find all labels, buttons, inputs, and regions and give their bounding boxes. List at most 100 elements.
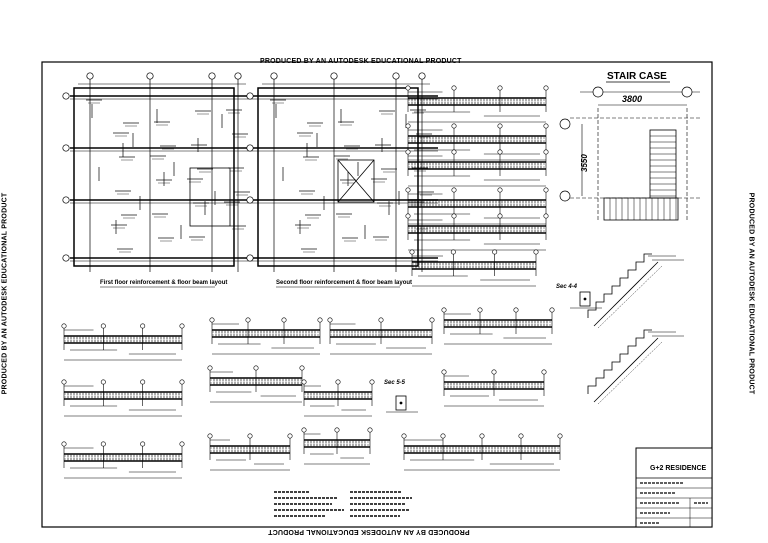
grid-bubble-icon bbox=[450, 249, 456, 255]
grid-bubble-icon bbox=[405, 187, 411, 193]
grid-bubble-icon bbox=[62, 92, 70, 100]
beam-elevation bbox=[61, 441, 185, 479]
grid-bubble-icon bbox=[61, 323, 67, 329]
grid-bubble-icon bbox=[100, 379, 106, 385]
grid-bubble-icon bbox=[140, 323, 146, 329]
grid-bubble-icon bbox=[441, 369, 447, 375]
beam-details bbox=[61, 85, 602, 479]
grid-bubble-icon bbox=[429, 317, 435, 323]
beam-elevation bbox=[301, 427, 373, 465]
section-4-label: Sec 4-4 bbox=[556, 284, 578, 290]
grid-bubble-icon bbox=[543, 149, 549, 155]
grid-bubble-icon bbox=[477, 307, 483, 313]
stair-symbol-icon bbox=[189, 167, 231, 227]
beam-elevation bbox=[207, 365, 305, 403]
beam-elevation bbox=[61, 323, 185, 361]
grid-bubble-icon bbox=[492, 249, 498, 255]
grid-bubble-icon bbox=[179, 323, 185, 329]
grid-bubble-icon bbox=[100, 441, 106, 447]
grid-bubble-icon bbox=[441, 307, 447, 313]
grid-bubble-icon bbox=[409, 249, 415, 255]
grid-bubble-icon bbox=[533, 249, 539, 255]
grid-bubble-icon bbox=[270, 72, 278, 80]
grid-bubble-icon bbox=[592, 86, 604, 98]
beam-elevation bbox=[405, 123, 549, 161]
grid-bubble-icon bbox=[549, 307, 555, 313]
grid-bubble-icon bbox=[234, 72, 242, 80]
grid-bubble-icon bbox=[246, 254, 254, 262]
grid-bubble-icon bbox=[301, 379, 307, 385]
staircase-plan: STAIR CASE 3800 3550 bbox=[559, 71, 700, 221]
grid-bubble-icon bbox=[543, 123, 549, 129]
stair-section bbox=[587, 253, 684, 329]
beam-elevation bbox=[61, 379, 185, 417]
beam-elevation bbox=[441, 369, 547, 407]
second-floor-caption: Second floor reinforcement & floor beam … bbox=[276, 280, 412, 286]
beam-elevation bbox=[409, 249, 539, 287]
grid-bubble-icon bbox=[245, 317, 251, 323]
grid-bubble-icon bbox=[451, 123, 457, 129]
grid-bubble-icon bbox=[146, 72, 154, 80]
beam-elevation bbox=[401, 433, 563, 471]
section-detail bbox=[386, 395, 418, 413]
grid-bubble-icon bbox=[327, 317, 333, 323]
grid-bubble-icon bbox=[287, 433, 293, 439]
grid-bubble-icon bbox=[86, 72, 94, 80]
grid-bubble-icon bbox=[497, 149, 503, 155]
grid-bubble-icon bbox=[100, 323, 106, 329]
grid-bubble-icon bbox=[497, 213, 503, 219]
grid-bubble-icon bbox=[543, 213, 549, 219]
project-title: G+2 RESIDENCE bbox=[650, 465, 707, 472]
beam-elevation bbox=[405, 85, 549, 123]
grid-bubble-icon bbox=[317, 317, 323, 323]
grid-bubble-icon bbox=[559, 118, 571, 130]
second-floor-plan: Second floor reinforcement & floor beam … bbox=[246, 72, 438, 288]
grid-bubble-icon bbox=[247, 433, 253, 439]
grid-bubble-icon bbox=[451, 187, 457, 193]
beam-elevation bbox=[405, 149, 549, 187]
grid-bubble-icon bbox=[246, 196, 254, 204]
grid-bubble-icon bbox=[335, 379, 341, 385]
grid-bubble-icon bbox=[401, 433, 407, 439]
general-notes bbox=[274, 491, 412, 517]
grid-bubble-icon bbox=[559, 190, 571, 202]
grid-bubble-icon bbox=[62, 196, 70, 204]
grid-bubble-icon bbox=[451, 213, 457, 219]
grid-bubble-icon bbox=[253, 365, 259, 371]
grid-bubble-icon bbox=[246, 92, 254, 100]
grid-bubble-icon bbox=[179, 441, 185, 447]
grid-bubble-icon bbox=[479, 433, 485, 439]
grid-bubble-icon bbox=[61, 441, 67, 447]
grid-bubble-icon bbox=[405, 213, 411, 219]
grid-bubble-icon bbox=[451, 149, 457, 155]
beam-elevation bbox=[207, 433, 293, 471]
grid-bubble-icon bbox=[405, 149, 411, 155]
grid-bubble-icon bbox=[208, 72, 216, 80]
beam-elevation bbox=[301, 379, 375, 417]
grid-bubble-icon bbox=[497, 187, 503, 193]
grid-bubble-icon bbox=[451, 85, 457, 91]
stair-sections bbox=[587, 253, 684, 405]
grid-bubble-icon bbox=[497, 85, 503, 91]
grid-bubble-icon bbox=[378, 317, 384, 323]
grid-bubble-icon bbox=[299, 365, 305, 371]
stair-section bbox=[587, 329, 684, 405]
staircase-width-dim: 3800 bbox=[622, 94, 642, 104]
grid-bubble-icon bbox=[518, 433, 524, 439]
grid-bubble-icon bbox=[392, 72, 400, 80]
grid-bubble-icon bbox=[367, 427, 373, 433]
grid-bubble-icon bbox=[491, 369, 497, 375]
grid-bubble-icon bbox=[513, 307, 519, 313]
grid-bubble-icon bbox=[246, 144, 254, 152]
section-5-label: Sec 5-5 bbox=[384, 380, 406, 386]
beam-elevation bbox=[405, 187, 549, 225]
grid-bubble-icon bbox=[543, 85, 549, 91]
grid-bubble-icon bbox=[140, 441, 146, 447]
grid-bubble-icon bbox=[541, 369, 547, 375]
grid-bubble-icon bbox=[330, 72, 338, 80]
sheet-border bbox=[41, 61, 713, 528]
beam-elevation bbox=[405, 213, 549, 251]
grid-bubble-icon bbox=[207, 365, 213, 371]
grid-bubble-icon bbox=[369, 379, 375, 385]
